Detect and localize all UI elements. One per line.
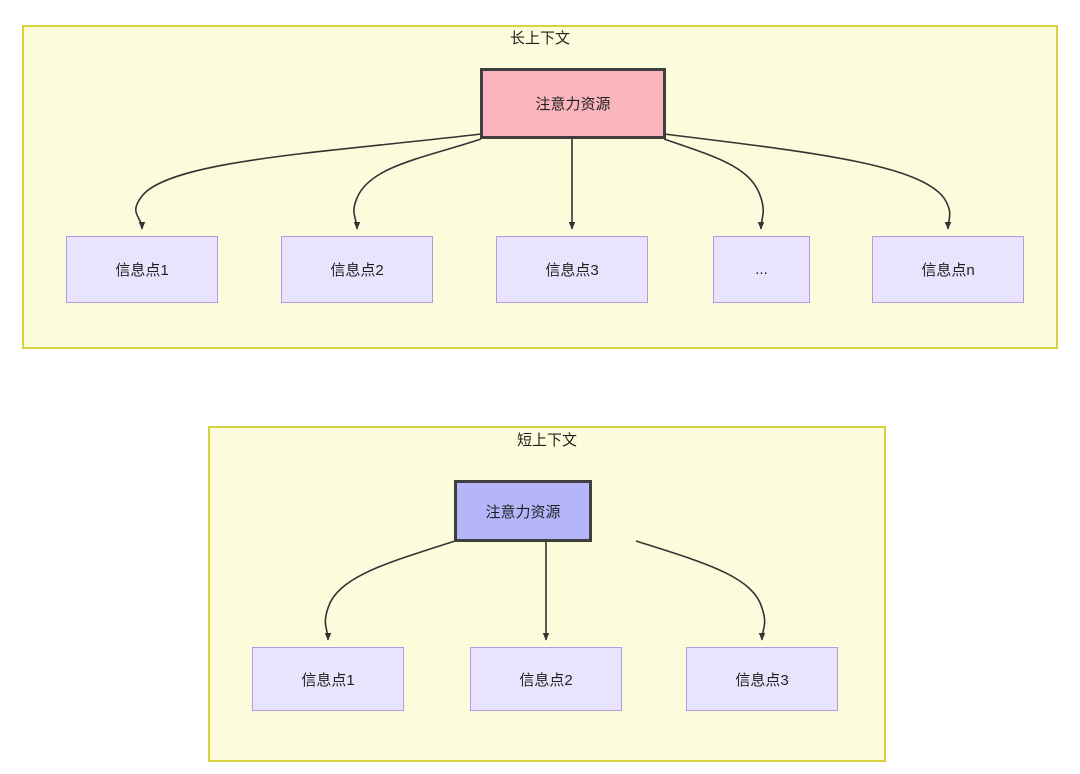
node-info-point-3-short[interactable]: 信息点3 <box>686 647 838 711</box>
node-info-point-1-short[interactable]: 信息点1 <box>252 647 404 711</box>
node-info-point-2-long[interactable]: 信息点2 <box>281 236 433 303</box>
group-title-long-context: 长上下文 <box>509 30 570 47</box>
node-info-point-2-short[interactable]: 信息点2 <box>470 647 622 711</box>
node-info-point-3-long[interactable]: 信息点3 <box>496 236 648 303</box>
node-info-point-ellipsis-long[interactable]: ... <box>713 236 810 303</box>
node-attention-resource-short[interactable]: 注意力资源 <box>454 480 592 542</box>
group-container-short-context <box>208 426 886 762</box>
node-attention-resource-long[interactable]: 注意力资源 <box>480 68 666 139</box>
group-title-short-context: 短上下文 <box>516 432 577 449</box>
node-info-point-1-long[interactable]: 信息点1 <box>66 236 218 303</box>
node-info-point-n-long[interactable]: 信息点n <box>872 236 1024 303</box>
